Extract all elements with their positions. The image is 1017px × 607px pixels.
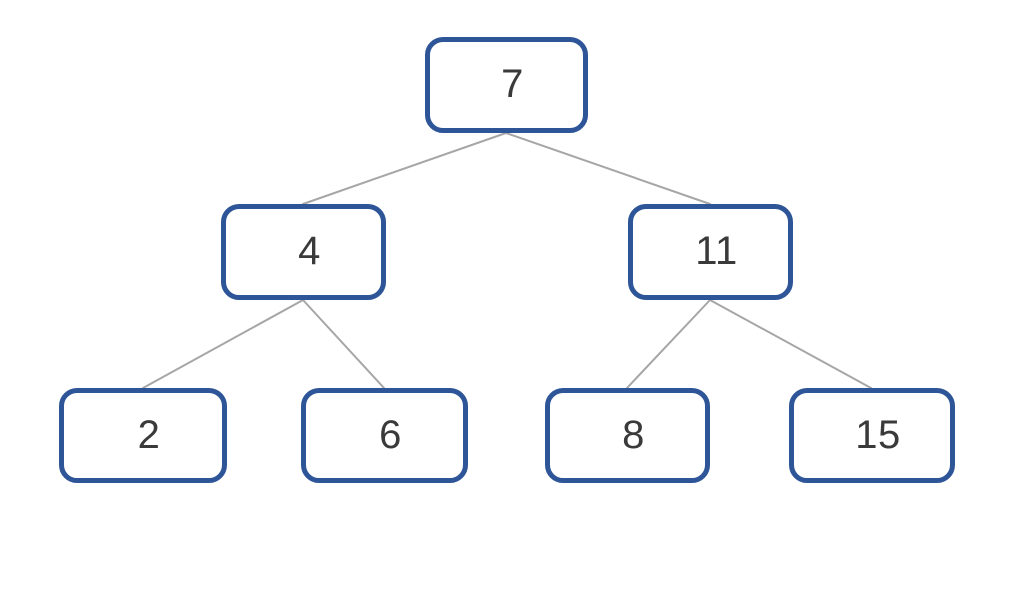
tree-node-7[interactable]: 7 [425, 37, 588, 133]
tree-edge [302, 132, 507, 205]
tree-edge [142, 299, 304, 389]
tree-edge [505, 132, 711, 205]
tree-node-label: 11 [695, 229, 738, 273]
tree-node-label: 8 [622, 412, 645, 457]
tree-node-label: 7 [501, 62, 524, 106]
tree-node-15[interactable]: 15 [789, 388, 955, 483]
tree-edge [302, 299, 385, 389]
tree-node-4[interactable]: 4 [221, 204, 386, 300]
tree-node-label: 15 [855, 412, 901, 457]
tree-node-label: 6 [379, 412, 402, 457]
tree-node-label: 4 [298, 229, 321, 273]
tree-edge [626, 299, 711, 389]
tree-node-2[interactable]: 2 [59, 388, 227, 483]
tree-node-8[interactable]: 8 [545, 388, 710, 483]
tree-node-6[interactable]: 6 [301, 388, 468, 483]
tree-node-label: 2 [137, 412, 161, 457]
tree-edge [709, 299, 872, 389]
tree-node-11[interactable]: 11 [628, 204, 793, 300]
